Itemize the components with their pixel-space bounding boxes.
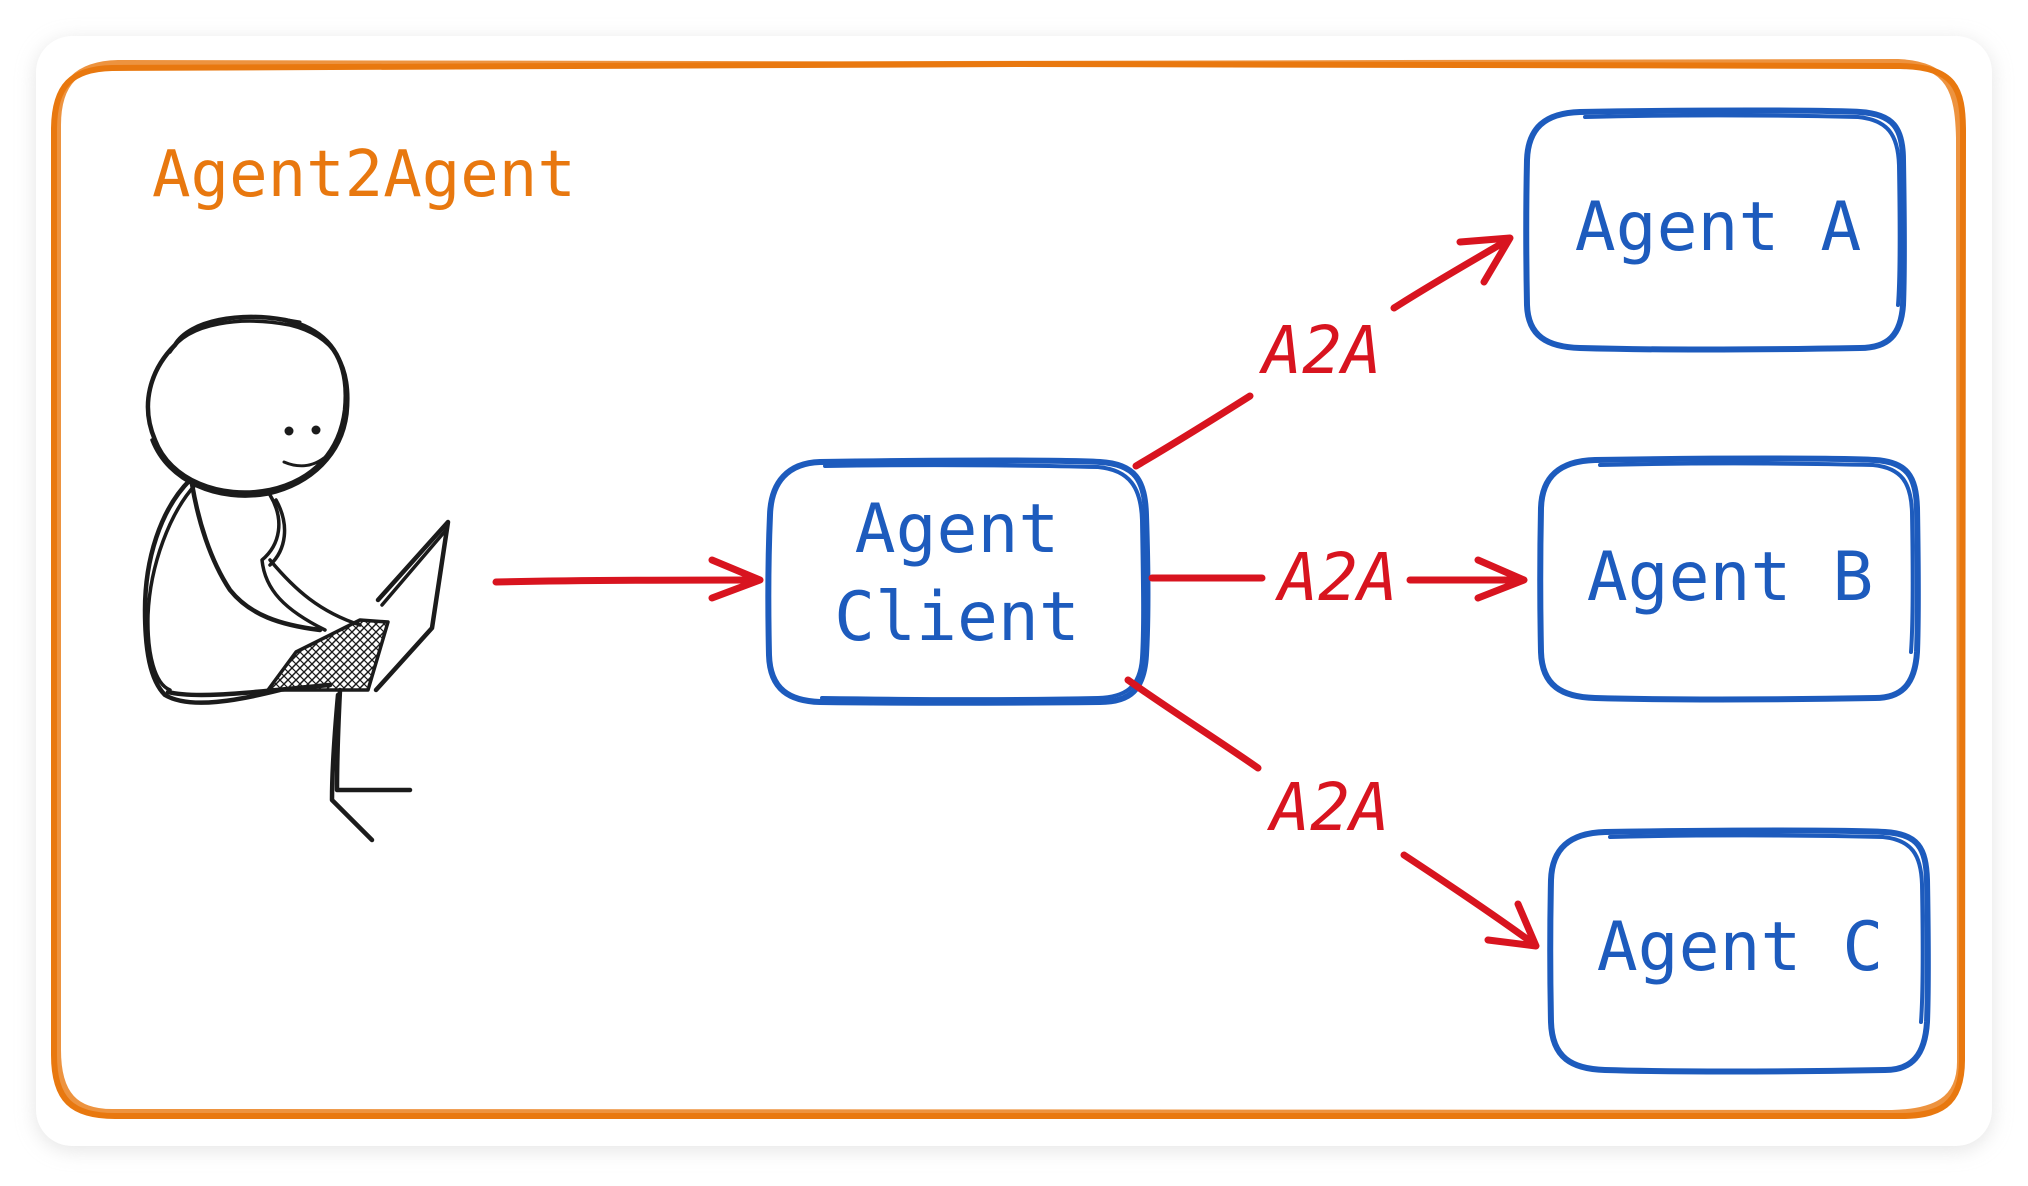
laptop-keyboard [266, 618, 390, 692]
edge-label-a2a-top: A2A [1258, 312, 1381, 389]
agent-a-label: Agent A [1575, 188, 1862, 267]
agent-client-label-line2: Client [834, 578, 1080, 657]
agent-a-node[interactable]: Agent A [1523, 107, 1907, 353]
edge-client-to-agent-c: A2A [1124, 676, 1540, 950]
diagram-title: Agent2Agent [152, 138, 576, 212]
agent-b-label: Agent B [1587, 538, 1874, 617]
edge-user-to-client [492, 556, 764, 602]
agent-client-node[interactable]: Agent Client [765, 457, 1151, 706]
agent-c-label: Agent C [1597, 908, 1884, 987]
agent-b-node[interactable]: Agent B [1537, 455, 1921, 703]
edge-client-to-agent-a: A2A [1132, 234, 1514, 470]
edge-client-to-agent-b: A2A [1148, 539, 1528, 616]
edge-label-a2a-bottom: A2A [1266, 769, 1389, 846]
person-with-laptop-icon [142, 314, 451, 843]
outer-border [50, 58, 1967, 1120]
edge-label-a2a-middle: A2A [1274, 539, 1397, 616]
agent-c-node[interactable]: Agent C [1547, 827, 1931, 1075]
agent-client-label-line1: Agent [855, 490, 1060, 569]
